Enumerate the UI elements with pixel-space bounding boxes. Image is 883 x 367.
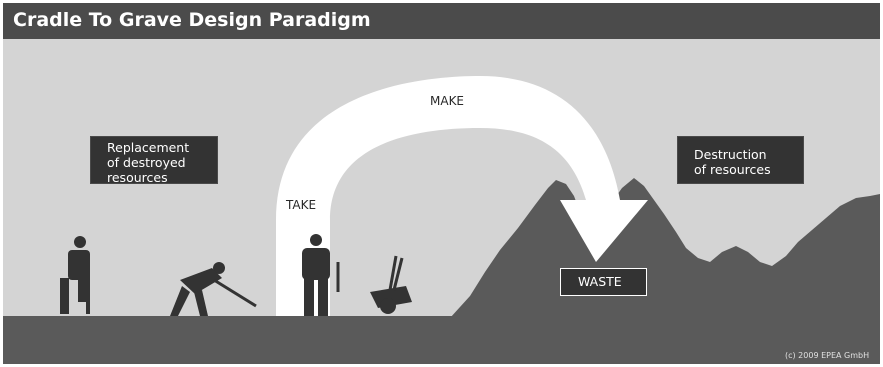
worker-figure-drilling: [60, 236, 90, 314]
title-bar: Cradle To Grave Design Paradigm: [3, 3, 880, 39]
destruction-line-1: Destruction: [694, 147, 767, 162]
diagram-title: Cradle To Grave Design Paradigm: [13, 9, 371, 31]
worker-figure-digging: [170, 262, 257, 316]
waste-label-box: WASTE: [560, 268, 647, 296]
copyright-text: (c) 2009 EPEA GmbH: [785, 351, 870, 360]
destruction-label-box: Destruction of resources: [677, 136, 804, 184]
replacement-line-3: resources: [107, 170, 168, 185]
take-label: TAKE: [286, 198, 317, 212]
replacement-line-2: of destroyed: [107, 155, 186, 170]
worker-figure-standing: [302, 234, 340, 316]
destruction-line-2: of resources: [694, 162, 771, 177]
replacement-line-1: Replacement: [107, 140, 190, 155]
take-make-waste-arrow: [276, 76, 648, 316]
wheelbarrow-icon: [370, 255, 412, 314]
ground: [3, 316, 880, 364]
make-label: MAKE: [430, 94, 465, 108]
waste-label: WASTE: [578, 274, 622, 289]
replacement-label-box: Replacement of destroyed resources: [90, 136, 218, 185]
